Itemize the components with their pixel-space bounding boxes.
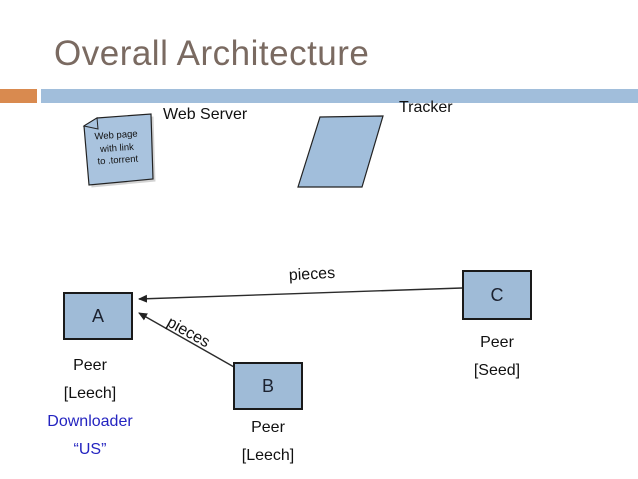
peer-a-caption-line-1: Peer (73, 357, 107, 374)
arrow-b-to-a (138, 312, 235, 368)
accent-bar-orange (0, 89, 37, 103)
peer-b-caption-line-1: Peer (251, 419, 285, 436)
slide-title: Overall Architecture (54, 34, 370, 73)
peer-c-caption: Peer [Seed] (427, 329, 567, 385)
peer-a-caption-line-3: Downloader (47, 413, 133, 430)
web-note-fold-icon (82, 117, 99, 130)
web-server-label: Web Server (163, 106, 248, 123)
accent-bar-blue (41, 89, 638, 103)
tracker-parallelogram-shape (297, 115, 384, 188)
peer-box-b: B (233, 362, 303, 410)
arrow-c-to-a (138, 287, 463, 303)
peer-a-caption: Peer [Leech] Downloader “US” (20, 352, 160, 464)
peer-a-caption-line-4: “US” (73, 441, 107, 458)
peer-b-caption-line-2: [Leech] (241, 447, 295, 464)
peer-c-caption-line-1: Peer (480, 334, 514, 351)
peer-a-letter: A (91, 305, 104, 326)
peer-a-caption-line-2: [Leech] (63, 385, 117, 402)
peer-box-c: C (462, 270, 532, 320)
pieces-label-c-to-a: pieces (288, 264, 336, 285)
peer-b-letter: B (261, 375, 274, 396)
web-note-text: Web page with link to .torrent (86, 128, 148, 170)
peer-box-a: A (63, 292, 133, 340)
peer-b-caption: Peer [Leech] (198, 414, 338, 470)
tracker-label: Tracker (399, 99, 453, 116)
peer-c-caption-line-2: [Seed] (473, 362, 521, 379)
peer-c-letter: C (490, 284, 504, 305)
